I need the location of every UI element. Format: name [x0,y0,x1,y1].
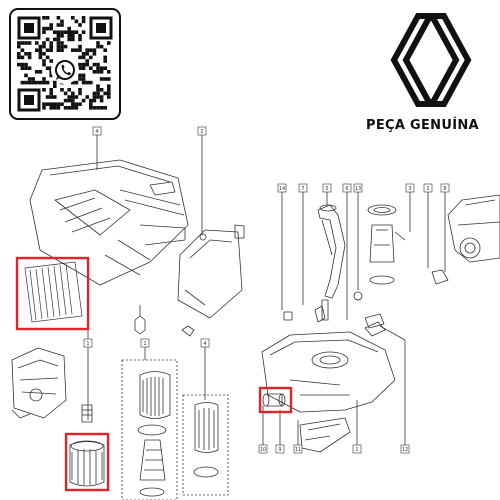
callout-8: 8 [440,183,450,193]
callout-number: 1 [355,447,358,453]
callout-number: 1 [86,341,89,347]
callout-11: 11 [293,444,303,454]
renault-diamond-logo [390,13,472,107]
callout-1: 1 [83,338,93,348]
air-filter-element [24,261,83,323]
callout-4: 4 [92,126,102,136]
callout-number: 8 [443,186,446,192]
fuel-filter-highlight[interactable] [258,386,293,414]
callout-9: 9 [275,444,285,454]
callout-number: 11 [295,447,301,453]
callout-number: 2 [426,186,429,192]
callout-14: 14 [277,183,287,193]
callout-number: 6 [345,186,348,192]
callout-10: 10 [258,444,268,454]
oil-filter-highlight[interactable] [64,432,110,492]
engine-oil-filter [69,440,105,487]
fuel-pump-module [367,204,406,285]
callout-3: 3 [405,183,415,193]
callout-number: 10 [260,447,266,453]
vehicle-silhouette [447,194,500,263]
callout-number: 2 [200,129,203,135]
callout-number: 5 [325,186,328,192]
genuine-part-label: PEÇA GENUÍNA [366,118,479,133]
callout-13: 13 [353,183,363,193]
callout-2: 2 [197,126,207,136]
oil-filter-cartridge [137,371,171,497]
air-filter-highlight[interactable] [15,256,90,331]
callout-number: 1 [143,341,146,347]
callout-2: 2 [423,183,433,193]
callout-number: 12 [402,447,408,453]
qr-code[interactable] [9,8,121,120]
callout-12: 12 [400,444,410,454]
air-filter-housing [29,135,189,286]
callout-number: 14 [279,186,285,192]
callout-7: 7 [298,183,308,193]
whatsapp-icon [51,56,79,84]
callout-number: 4 [203,341,206,347]
callout-6: 6 [342,183,352,193]
callout-number: 13 [355,186,361,192]
intake-resonator [177,135,245,319]
callout-number: 7 [301,186,304,192]
fuel-filter [262,393,286,407]
fuel-tank-guard [299,417,351,453]
callout-5: 5 [322,183,332,193]
fuel-filler-neck [317,204,346,321]
oil-filter-cartridge-alt [193,402,219,478]
callout-1: 1 [352,444,362,454]
callout-1: 1 [140,338,150,348]
callout-number: 9 [278,447,281,453]
callout-4: 4 [200,338,210,348]
callout-number: 4 [95,129,98,135]
fuel-tank [261,321,396,413]
callout-number: 3 [408,186,411,192]
engine-block [11,347,67,419]
